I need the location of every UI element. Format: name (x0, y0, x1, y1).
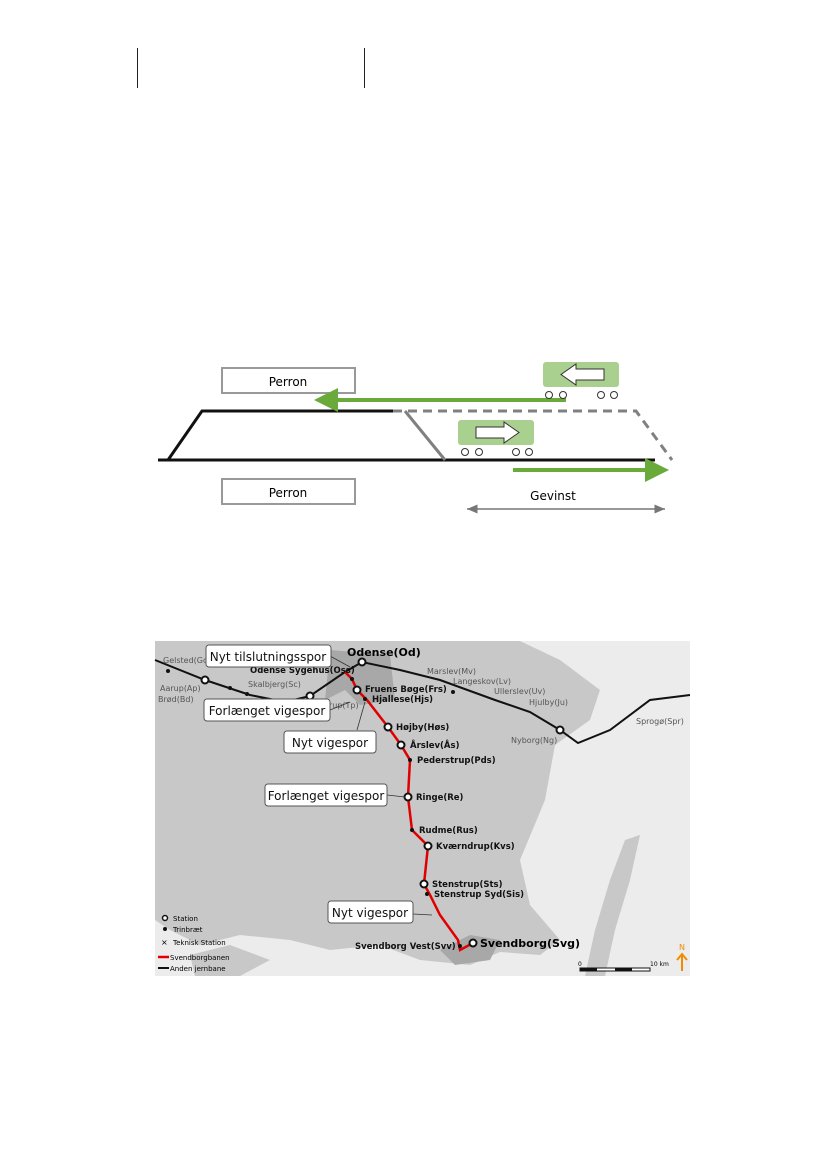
callout-new-connection: Nyt tilslutningsspor (205, 644, 332, 668)
svendborg-urban (440, 935, 500, 965)
halt-markers (166, 669, 462, 948)
scale-bar: 0 10 km (578, 961, 669, 972)
svg-text:Forlænget vigespor: Forlænget vigespor (268, 789, 385, 803)
odense-urban (325, 650, 395, 705)
callout-extended-siding: Forlænget vigespor (264, 783, 388, 807)
station-label: Sprogø(Spr) (636, 717, 684, 726)
header-divider (137, 48, 138, 88)
station-label: Hjulby(Ju) (529, 698, 568, 707)
station-label: Odense Sygehus(Oss) (250, 666, 355, 676)
train-lower (458, 420, 534, 456)
station-label: Stenstrup(Sts) (432, 880, 503, 890)
station-label: Nyborg(Ng) (511, 736, 557, 745)
station-label: Pederstrup(Pds) (417, 756, 496, 766)
svg-text:Anden jernbane: Anden jernbane (170, 965, 226, 973)
station-label: Ullerslev(Uv) (494, 687, 545, 696)
station-label: Marslev(Mv) (427, 667, 476, 676)
platform-bottom-label: Perron (269, 486, 308, 500)
north-arrow-icon: N (676, 943, 688, 971)
station-label: Hjallese(Hjs) (372, 695, 433, 705)
svg-text:Teknisk Station: Teknisk Station (172, 939, 226, 947)
svg-text:0: 0 (578, 961, 582, 968)
station-label: Ringe(Re) (416, 793, 464, 803)
station-markers (200, 657, 565, 948)
station-label: Rudme(Rus) (419, 826, 478, 836)
callout-new-siding: Nyt vigespor (327, 900, 414, 924)
svg-text:Station: Station (173, 915, 198, 923)
station-label: Langeskov(Lv) (453, 677, 511, 686)
station-label: Gelsted(Gd) (163, 656, 211, 665)
land-langeland (585, 835, 640, 976)
svg-text:10 km: 10 km (650, 961, 669, 968)
station-label: Svendborg Vest(Svv) (355, 942, 456, 952)
gain-label: Gevinst (530, 489, 576, 503)
callout-leaders (329, 655, 433, 916)
siding-track (166, 409, 393, 461)
svg-text:N: N (679, 943, 685, 952)
land-island (190, 945, 270, 976)
station-label: Årslev(Ås) (410, 740, 460, 751)
header-divider (364, 48, 365, 88)
platform-bottom (221, 478, 356, 505)
svg-text:Nyt tilslutningsspor: Nyt tilslutningsspor (210, 650, 326, 664)
platform-top-label: Perron (269, 375, 308, 389)
station-label: Højby(Høs) (396, 723, 449, 733)
svg-text:Svendborgbanen: Svendborgbanen (170, 954, 230, 962)
station-odense: Odense(Od) (347, 646, 421, 659)
station-label: Skalbjerg(Sc) (248, 680, 301, 689)
station-svendborg: Svendborg(Svg) (480, 937, 580, 950)
callout-extended-siding: Forlænget vigespor (203, 698, 331, 722)
station-label: Fruens Bøge(Frs) (365, 685, 447, 695)
map-legend: Station Trinbræt × Teknisk Station Svendb… (158, 914, 230, 973)
svg-text:Nyt vigespor: Nyt vigespor (292, 736, 368, 750)
station-label: Aarup(Ap) (160, 684, 201, 693)
station-label: Stenstrup Syd(Sis) (434, 890, 524, 900)
railway-map: Odense(Od) Svendborg(Svg) Odense Sygehus… (154, 641, 691, 976)
station-label: Brød(Bd) (158, 695, 194, 704)
train-upper (543, 362, 619, 399)
extended-siding (393, 409, 674, 461)
svendborgbanen-line (344, 671, 474, 952)
switch-track (403, 410, 447, 461)
station-label: Kværndrup(Kvs) (436, 842, 515, 852)
svg-text:Nyt vigespor: Nyt vigespor (332, 906, 408, 920)
track-diagram: Perron Perron Gevinst (158, 362, 674, 514)
svg-text:Trinbræt: Trinbræt (172, 926, 203, 934)
svg-text:Forlænget vigespor: Forlænget vigespor (209, 704, 326, 718)
callout-new-siding: Nyt vigespor (283, 730, 377, 754)
svg-text:×: × (161, 938, 168, 947)
